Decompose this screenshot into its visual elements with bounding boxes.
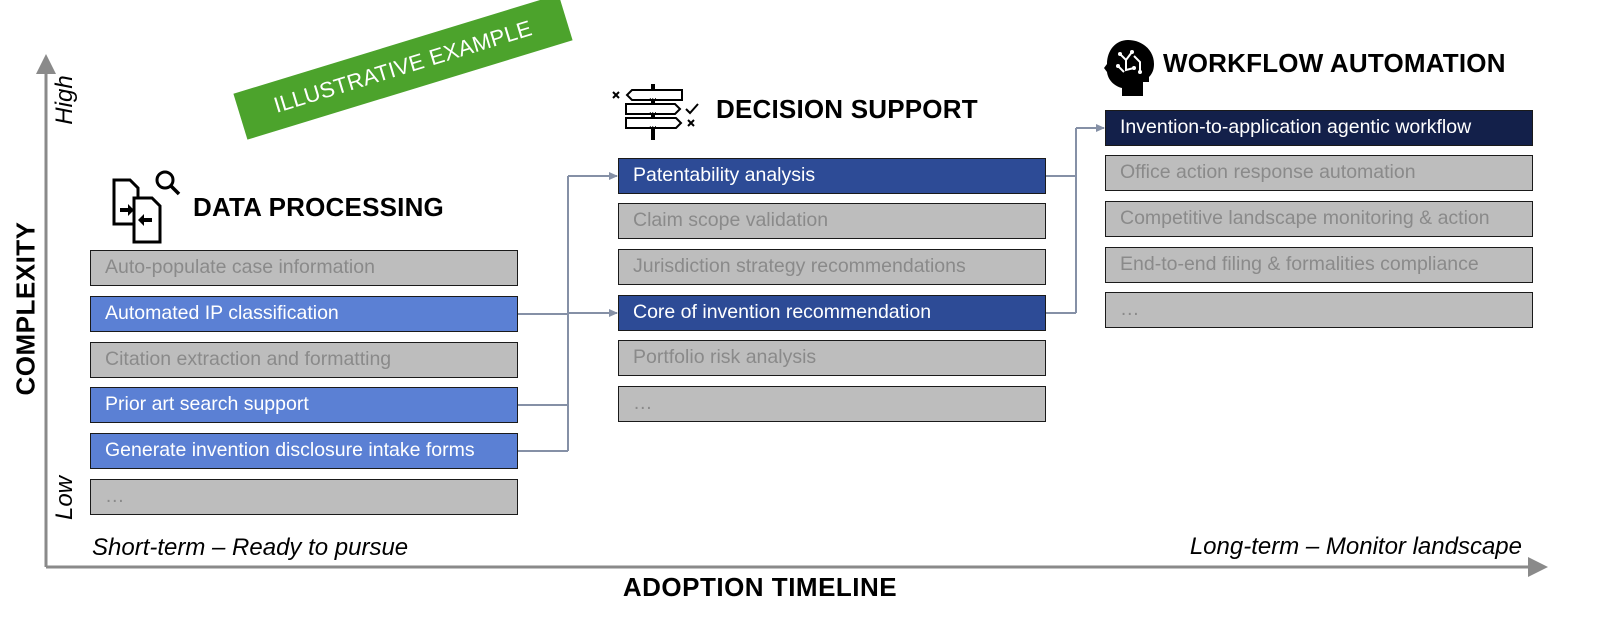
use-case-invention-to-application-workflow: Invention-to-application agentic workflo… [1105, 110, 1533, 146]
y-axis-low-label: Low [51, 475, 78, 521]
x-axis-title: ADOPTION TIMELINE [622, 572, 898, 602]
brain-head-icon [1104, 38, 1158, 98]
x-axis-arrowhead [1528, 557, 1548, 577]
y-axis-arrowhead [36, 54, 56, 74]
use-case-prior-art-search-support: Prior art search support [90, 387, 518, 423]
x-axis-left-note: Short-term – Ready to pursue [92, 534, 409, 561]
use-case-generate-invention-disclosure-forms: Generate invention disclosure intake for… [90, 433, 518, 469]
use-case-jurisdiction-strategy: Jurisdiction strategy recommendations [618, 249, 1046, 285]
documents-search-icon [110, 168, 184, 246]
y-axis-title: COMPLEXITY [10, 221, 41, 396]
svg-text:...: ... [649, 120, 657, 129]
use-case-portfolio-risk-analysis: Portfolio risk analysis [618, 340, 1046, 376]
signpost-icon: ... ... ... [608, 82, 704, 142]
svg-text:...: ... [649, 106, 657, 115]
section-title-decision-support: DECISION SUPPORT [716, 94, 978, 124]
use-case-auto-populate-case-information: Auto-populate case information [90, 250, 518, 286]
y-axis-high-label: High [51, 75, 78, 125]
use-case-patentability-analysis: Patentability analysis [618, 158, 1046, 194]
use-case-automated-ip-classification: Automated IP classification [90, 296, 518, 332]
svg-text:...: ... [649, 92, 657, 101]
use-case-core-of-invention: Core of invention recommendation [618, 295, 1046, 331]
use-case-more-placeholder: … [618, 386, 1046, 422]
use-case-more-placeholder: … [90, 479, 518, 515]
use-case-end-to-end-filing: End-to-end filing & formalities complian… [1105, 247, 1533, 283]
use-case-office-action-response: Office action response automation [1105, 155, 1533, 191]
section-title-workflow-automation: WORKFLOW AUTOMATION [1163, 48, 1506, 78]
use-case-more-placeholder: … [1105, 292, 1533, 328]
x-axis-right-note: Long-term – Monitor landscape [1189, 533, 1522, 560]
use-case-citation-extraction: Citation extraction and formatting [90, 342, 518, 378]
use-case-claim-scope-validation: Claim scope validation [618, 203, 1046, 239]
section-title-data-processing: DATA PROCESSING [193, 192, 444, 222]
use-case-competitive-landscape-monitoring: Competitive landscape monitoring & actio… [1105, 201, 1533, 237]
